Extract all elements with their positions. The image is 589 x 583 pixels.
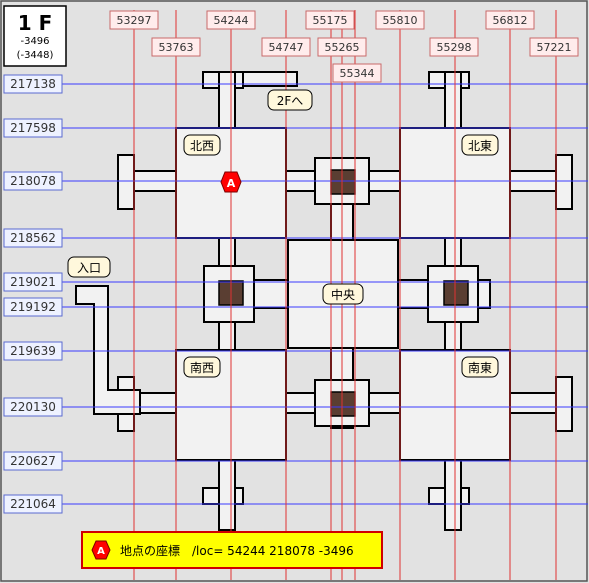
x-tag-text: 55175 (313, 14, 348, 27)
svg-text:2Fへ: 2Fへ (277, 94, 304, 108)
grid-horizontal (62, 83, 588, 505)
y-tag: 218562 (3, 228, 63, 248)
cap-east-north (555, 154, 573, 210)
floor-z: -3496 (20, 36, 49, 47)
svg-text:中央: 中央 (331, 287, 355, 302)
x-tag-text: 55810 (383, 14, 418, 27)
x-tag-text: 55298 (437, 41, 472, 54)
pillar-east (443, 280, 469, 306)
x-tag: 53763 (151, 37, 201, 57)
grid-vertical (133, 10, 557, 580)
x-tag-text: 56812 (493, 14, 528, 27)
room-labels: 北西 北東 南西 南東 中央 2Fへ 入口 (67, 89, 499, 378)
x-tag: 53297 (109, 10, 159, 30)
floor-info-frame (3, 5, 67, 67)
svg-text:南西: 南西 (190, 360, 214, 375)
y-tag-text: 220627 (10, 454, 56, 468)
pillar-south (330, 391, 356, 417)
x-coordinate-tags: 53297 53763 54244 54747 55175 55265 5534… (109, 10, 579, 83)
floor-z-alt: (-3448) (17, 50, 54, 61)
x-tag: 54244 (206, 10, 256, 30)
x-tag: 55298 (429, 37, 479, 57)
y-tag: 217138 (3, 74, 63, 94)
y-tag: 219021 (3, 272, 63, 292)
y-tag: 221064 (3, 494, 63, 514)
svg-text:南東: 南東 (468, 360, 492, 375)
y-tag: 220130 (3, 397, 63, 417)
x-tag-text: 54747 (269, 41, 304, 54)
x-tag-text: 55265 (325, 41, 360, 54)
floor-title: 1 F (18, 11, 53, 35)
label-upstairs: 2Fへ (267, 89, 313, 111)
room-label-southwest: 南西 (183, 356, 221, 378)
info-marker-icon (91, 540, 111, 560)
info-marker-letter: A (97, 546, 105, 557)
marker-letter: A (227, 177, 236, 190)
info-box-frame (81, 531, 383, 569)
svg-text:北西: 北西 (190, 139, 214, 153)
corridor-entrance (75, 285, 141, 415)
label-entrance: 入口 (67, 256, 111, 278)
x-tag: 57221 (529, 37, 579, 57)
cap-west-north (117, 154, 135, 210)
pillar-north (330, 169, 356, 195)
y-tag-text: 221064 (10, 497, 56, 511)
x-tag-text: 53297 (117, 14, 152, 27)
x-tag: 54747 (261, 37, 311, 57)
x-tag-text: 53763 (159, 41, 194, 54)
floor-info-box: 1 F -3496 (-3448) (3, 5, 67, 67)
svg-text:北東: 北東 (468, 139, 492, 153)
cap-east-south (555, 376, 573, 432)
y-tag-text: 219639 (10, 344, 56, 358)
svg-text:入口: 入口 (77, 261, 101, 275)
room-label-northeast: 北東 (461, 134, 499, 156)
pillars (218, 169, 469, 417)
y-tag: 219639 (3, 341, 63, 361)
y-tag-text: 220130 (10, 400, 56, 414)
x-tag: 55810 (375, 10, 425, 30)
y-tag: 217598 (3, 118, 63, 138)
x-tag: 55175 (305, 10, 355, 30)
y-tag-text: 218078 (10, 174, 56, 188)
y-tag: 220627 (3, 451, 63, 471)
room-label-northwest: 北西 (183, 134, 221, 156)
marker-hexagon-icon (220, 171, 242, 193)
x-tag-text: 57221 (537, 41, 572, 54)
x-tag-text: 55344 (340, 67, 375, 80)
info-caption: 地点の座標 /loc= 54244 218078 -3496 (120, 543, 354, 558)
room-label-center: 中央 (322, 283, 364, 305)
y-tag: 219192 (3, 297, 63, 317)
x-tag-text: 54244 (214, 14, 249, 27)
coordinate-info-box: A 地点の座標 /loc= 54244 218078 -3496 (81, 531, 383, 569)
y-tag-text: 219021 (10, 275, 56, 289)
y-tag-text: 217598 (10, 121, 56, 135)
x-tag: 55265 (317, 37, 367, 57)
room-label-southeast: 南東 (461, 356, 499, 378)
y-tag-text: 218562 (10, 231, 56, 245)
y-coordinate-tags: 217138 217598 218078 218562 219021 21919… (3, 74, 63, 514)
y-tag-text: 219192 (10, 300, 56, 314)
y-tag: 218078 (3, 171, 63, 191)
location-marker: A (220, 171, 242, 193)
x-tag: 56812 (485, 10, 535, 30)
y-tag-text: 217138 (10, 77, 56, 91)
x-tag: 55344 (332, 63, 382, 83)
